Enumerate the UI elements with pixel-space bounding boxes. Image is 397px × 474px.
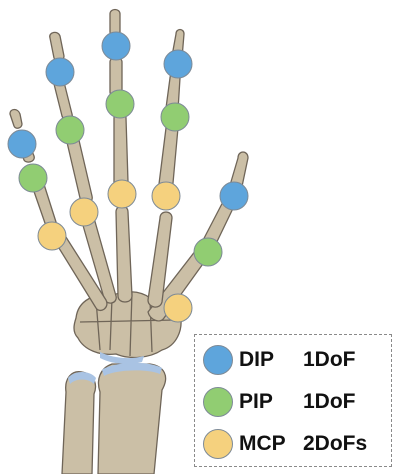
ip-joint-thumb bbox=[220, 182, 248, 210]
mcp-joint-little bbox=[38, 222, 66, 250]
mcp-joint-index bbox=[152, 182, 180, 210]
legend-row-mcp: MCP 2DoFs bbox=[203, 427, 367, 461]
pip-joint-middle bbox=[106, 90, 134, 118]
middle-proximal-phalanx bbox=[114, 112, 128, 188]
mcp-swatch-icon bbox=[203, 429, 233, 459]
middle-metacarpal bbox=[116, 206, 132, 302]
dip-joint-middle bbox=[102, 32, 130, 60]
ulna-bone bbox=[62, 372, 96, 474]
legend-joint-label: DIP bbox=[239, 348, 303, 372]
dip-joint-ring bbox=[46, 58, 74, 86]
ring-distal-phalanx bbox=[50, 32, 64, 60]
legend-joint-label: MCP bbox=[239, 432, 303, 456]
legend-dof-label: 1DoF bbox=[303, 348, 356, 372]
pip-joint-index bbox=[161, 103, 189, 131]
dip-swatch-icon bbox=[203, 345, 233, 375]
legend-joint-label: PIP bbox=[239, 390, 303, 414]
cmc-joint-thumb bbox=[164, 294, 192, 322]
legend-dof-label: 1DoF bbox=[303, 390, 356, 414]
legend-dof-label: 2DoFs bbox=[303, 432, 367, 456]
pip-swatch-icon bbox=[203, 387, 233, 417]
pip-joint-little bbox=[19, 164, 47, 192]
middle-distal-phalanx bbox=[110, 10, 120, 36]
joint-legend: DIP 1DoF PIP 1DoF MCP 2DoFs bbox=[194, 334, 392, 467]
pip-joint-ring bbox=[56, 116, 84, 144]
mcp-joint-ring bbox=[70, 198, 98, 226]
dip-joint-little bbox=[8, 130, 36, 158]
little-distal-phalanx bbox=[10, 110, 22, 129]
legend-row-pip: PIP 1DoF bbox=[203, 385, 356, 419]
radius-bone bbox=[98, 364, 166, 474]
dip-joint-index bbox=[164, 50, 192, 78]
mcp-joint-thumb-green bbox=[194, 238, 222, 266]
legend-row-dip: DIP 1DoF bbox=[203, 343, 356, 377]
mcp-joint-middle bbox=[108, 180, 136, 208]
